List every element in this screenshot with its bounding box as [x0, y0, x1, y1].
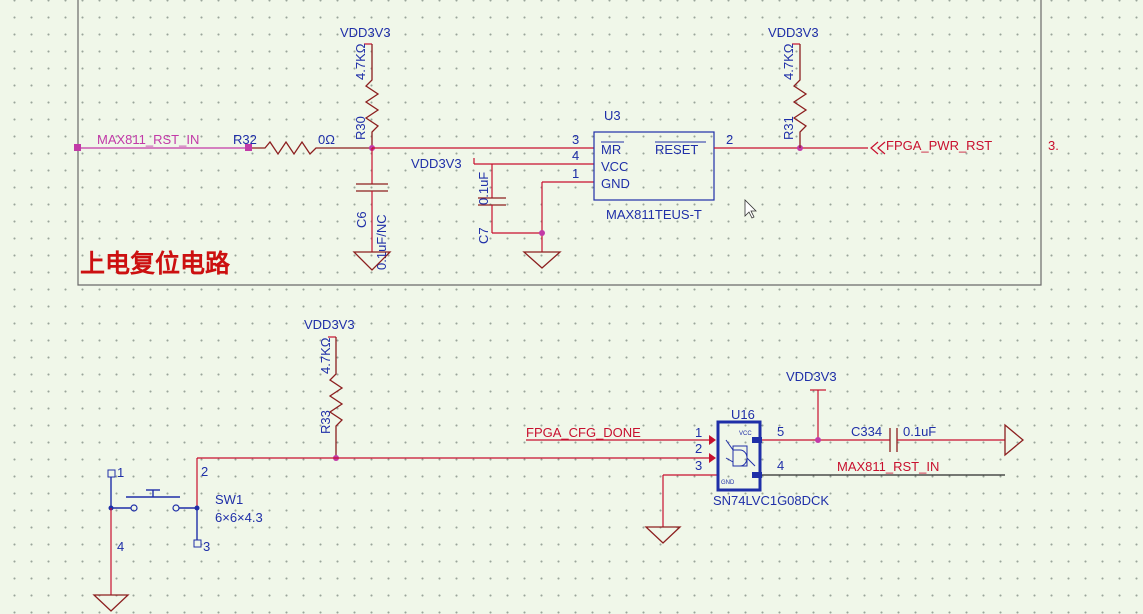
c334-ref: C334: [851, 424, 882, 439]
r32-ref: R32: [233, 132, 257, 147]
u3-pin-mr-label: MR: [601, 142, 621, 157]
u3-pin-gnd-label: GND: [601, 176, 630, 191]
vdd-r31-label: VDD3V3: [768, 25, 819, 40]
u16-inner-gnd: GND: [721, 480, 735, 486]
sw1-pin4-number: 4: [117, 539, 124, 554]
sheet-reference: 3.: [1048, 138, 1059, 153]
u16-pin4-number: 4: [777, 458, 784, 473]
c6-capacitor[interactable]: [356, 148, 388, 252]
r30-value: 4.7KΩ: [353, 43, 368, 80]
c6-ground-symbol: [352, 251, 392, 271]
sw1-pin1-number: 1: [117, 465, 124, 480]
u3-pin-mr-number: 3: [572, 132, 579, 147]
u16-inner-vcc: VCC: [739, 431, 752, 437]
r32-pin-node[interactable]: [245, 144, 252, 151]
fpga-cfg-done-label[interactable]: FPGA_CFG_DONE: [526, 425, 641, 440]
u3-body[interactable]: [593, 131, 715, 201]
r33-value: 4.7KΩ: [318, 337, 333, 374]
r32-resistor[interactable]: [252, 140, 372, 156]
vdd-u3-label: VDD3V3: [411, 156, 462, 171]
section-title: 上电复位电路: [80, 249, 231, 278]
r33-ref: R33: [318, 410, 333, 434]
c7-ref: C7: [476, 227, 491, 244]
r31-resistor[interactable]: [792, 44, 808, 148]
u16-body[interactable]: [716, 420, 762, 492]
c334-value: 0.1uF: [903, 424, 936, 439]
r30-resistor[interactable]: [364, 44, 380, 148]
junction-c7-gnd: [539, 230, 545, 236]
r30-ref: R30: [353, 116, 368, 140]
mouse-cursor-icon: [744, 199, 757, 219]
u16-pin1-number: 1: [695, 425, 702, 440]
fpga-pwr-rst-arrow: [870, 141, 879, 155]
c6-ref: C6: [354, 211, 369, 228]
u16-pin2-number: 2: [695, 441, 702, 456]
fpga-pwr-rst-label[interactable]: FPGA_PWR_RST: [886, 138, 992, 153]
c7-capacitor[interactable]: [478, 164, 542, 234]
r33-resistor[interactable]: [328, 337, 344, 458]
vdd-r30-label: VDD3V3: [340, 25, 391, 40]
r31-value: 4.7KΩ: [781, 43, 796, 80]
sw1-ground-symbol: [92, 594, 130, 612]
c7-value: 0.1uF: [476, 172, 491, 205]
u3-pin-reset-number: 2: [726, 132, 733, 147]
r31-ref: R31: [781, 116, 796, 140]
u16-ground-symbol: [644, 526, 682, 544]
sw1-switch[interactable]: [107, 469, 202, 548]
sw1-pin3-number: 3: [203, 539, 210, 554]
u3-pin-reset-label: RESET: [655, 142, 698, 157]
u3-ref: U3: [604, 108, 621, 123]
u16-pin5-number: 5: [777, 424, 784, 439]
c334-capacitor[interactable]: [889, 423, 1025, 457]
u16-part-number: SN74LVC1G08DCK: [713, 493, 829, 508]
sw1-pin2-number: 2: [201, 464, 208, 479]
vdd-r33-label: VDD3V3: [304, 317, 355, 332]
r32-value: 0Ω: [318, 132, 335, 147]
vdd-u16-label: VDD3V3: [786, 369, 837, 384]
sw1-value: 6×6×4.3: [215, 510, 263, 525]
max811-rst-in-label: MAX811_RST_IN: [97, 132, 199, 147]
c6-value: 0.1uF/NC: [374, 214, 389, 270]
u3-ground-symbol: [522, 251, 562, 269]
section-frame: [77, 0, 1042, 286]
junction-u16-vcc: [815, 437, 821, 443]
u3-pin-vcc-number: 4: [572, 148, 579, 163]
sw1-ref: SW1: [215, 492, 243, 507]
u16-ref: U16: [731, 407, 755, 422]
max811-rst-in-output-label[interactable]: MAX811_RST_IN: [837, 459, 939, 474]
u3-part-number: MAX811TEUS-T: [606, 207, 702, 222]
u3-pin-gnd-number: 1: [572, 166, 579, 181]
max811-rst-in-port[interactable]: [74, 144, 81, 151]
u3-pin-vcc-label: VCC: [601, 159, 628, 174]
u16-pin3-number: 3: [695, 458, 702, 473]
